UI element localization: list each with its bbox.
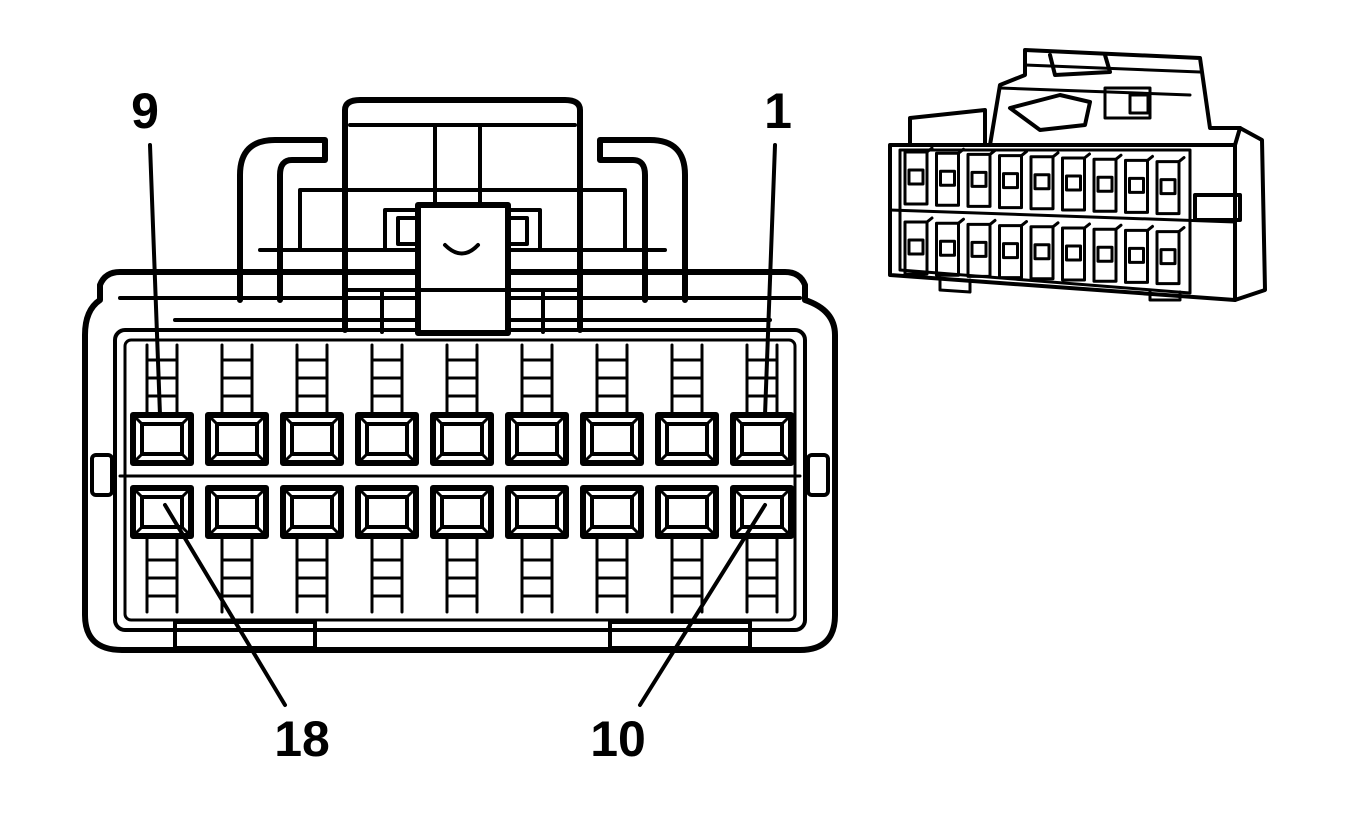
iso-cavity [1124, 224, 1154, 284]
pin-callouts: 9 1 18 10 [131, 83, 792, 767]
pin-cavity-16 [280, 485, 344, 614]
iso-cavity [903, 216, 934, 276]
pin-cavity-9 [130, 343, 194, 466]
leader-line-pin-18 [163, 503, 287, 707]
pin-cavity-grid [118, 343, 802, 614]
pin-label-1: 1 [764, 83, 792, 139]
iso-cavity [1155, 156, 1186, 216]
iso-cavity [966, 148, 997, 208]
pin-label-9: 9 [131, 83, 159, 139]
iso-cavity [966, 218, 997, 278]
pin-cavity-17 [205, 485, 269, 614]
isometric-cavity-grid [903, 146, 1186, 286]
pin-cavity-3 [580, 343, 644, 466]
iso-cavity [998, 220, 1028, 280]
pin-label-18: 18 [274, 711, 330, 767]
connector-isometric-view [888, 48, 1267, 302]
leader-line-pin-9 [148, 143, 162, 417]
iso-cavity [1061, 222, 1091, 282]
pin-cavity-2 [655, 343, 719, 466]
iso-cavity [1155, 226, 1186, 286]
iso-cavity [1092, 153, 1123, 213]
pin-cavity-14 [430, 485, 494, 614]
pin-cavity-12 [580, 485, 644, 614]
pin-cavity-5 [430, 343, 494, 466]
pin-cavity-18 [130, 485, 194, 614]
iso-cavity [998, 150, 1028, 210]
leader-line-pin-10 [638, 503, 767, 707]
pin-cavity-11 [655, 485, 719, 614]
connector-front-view [82, 97, 838, 653]
pin-cavity-7 [280, 343, 344, 466]
iso-cavity [1092, 223, 1123, 283]
pin-cavity-13 [505, 485, 569, 614]
pin-cavity-8 [205, 343, 269, 466]
pin-label-10: 10 [590, 711, 646, 767]
iso-cavity [1029, 151, 1060, 211]
pin-cavity-15 [355, 485, 419, 614]
iso-cavity [903, 146, 934, 206]
leader-line-pin-1 [763, 143, 777, 417]
iso-cavity [935, 147, 965, 207]
pin-cavity-6 [355, 343, 419, 466]
pin-cavity-1 [730, 343, 794, 466]
iso-cavity [1061, 152, 1091, 212]
iso-cavity [935, 217, 965, 277]
iso-cavity [1029, 221, 1060, 281]
iso-cavity [1124, 154, 1154, 214]
pin-cavity-4 [505, 343, 569, 466]
